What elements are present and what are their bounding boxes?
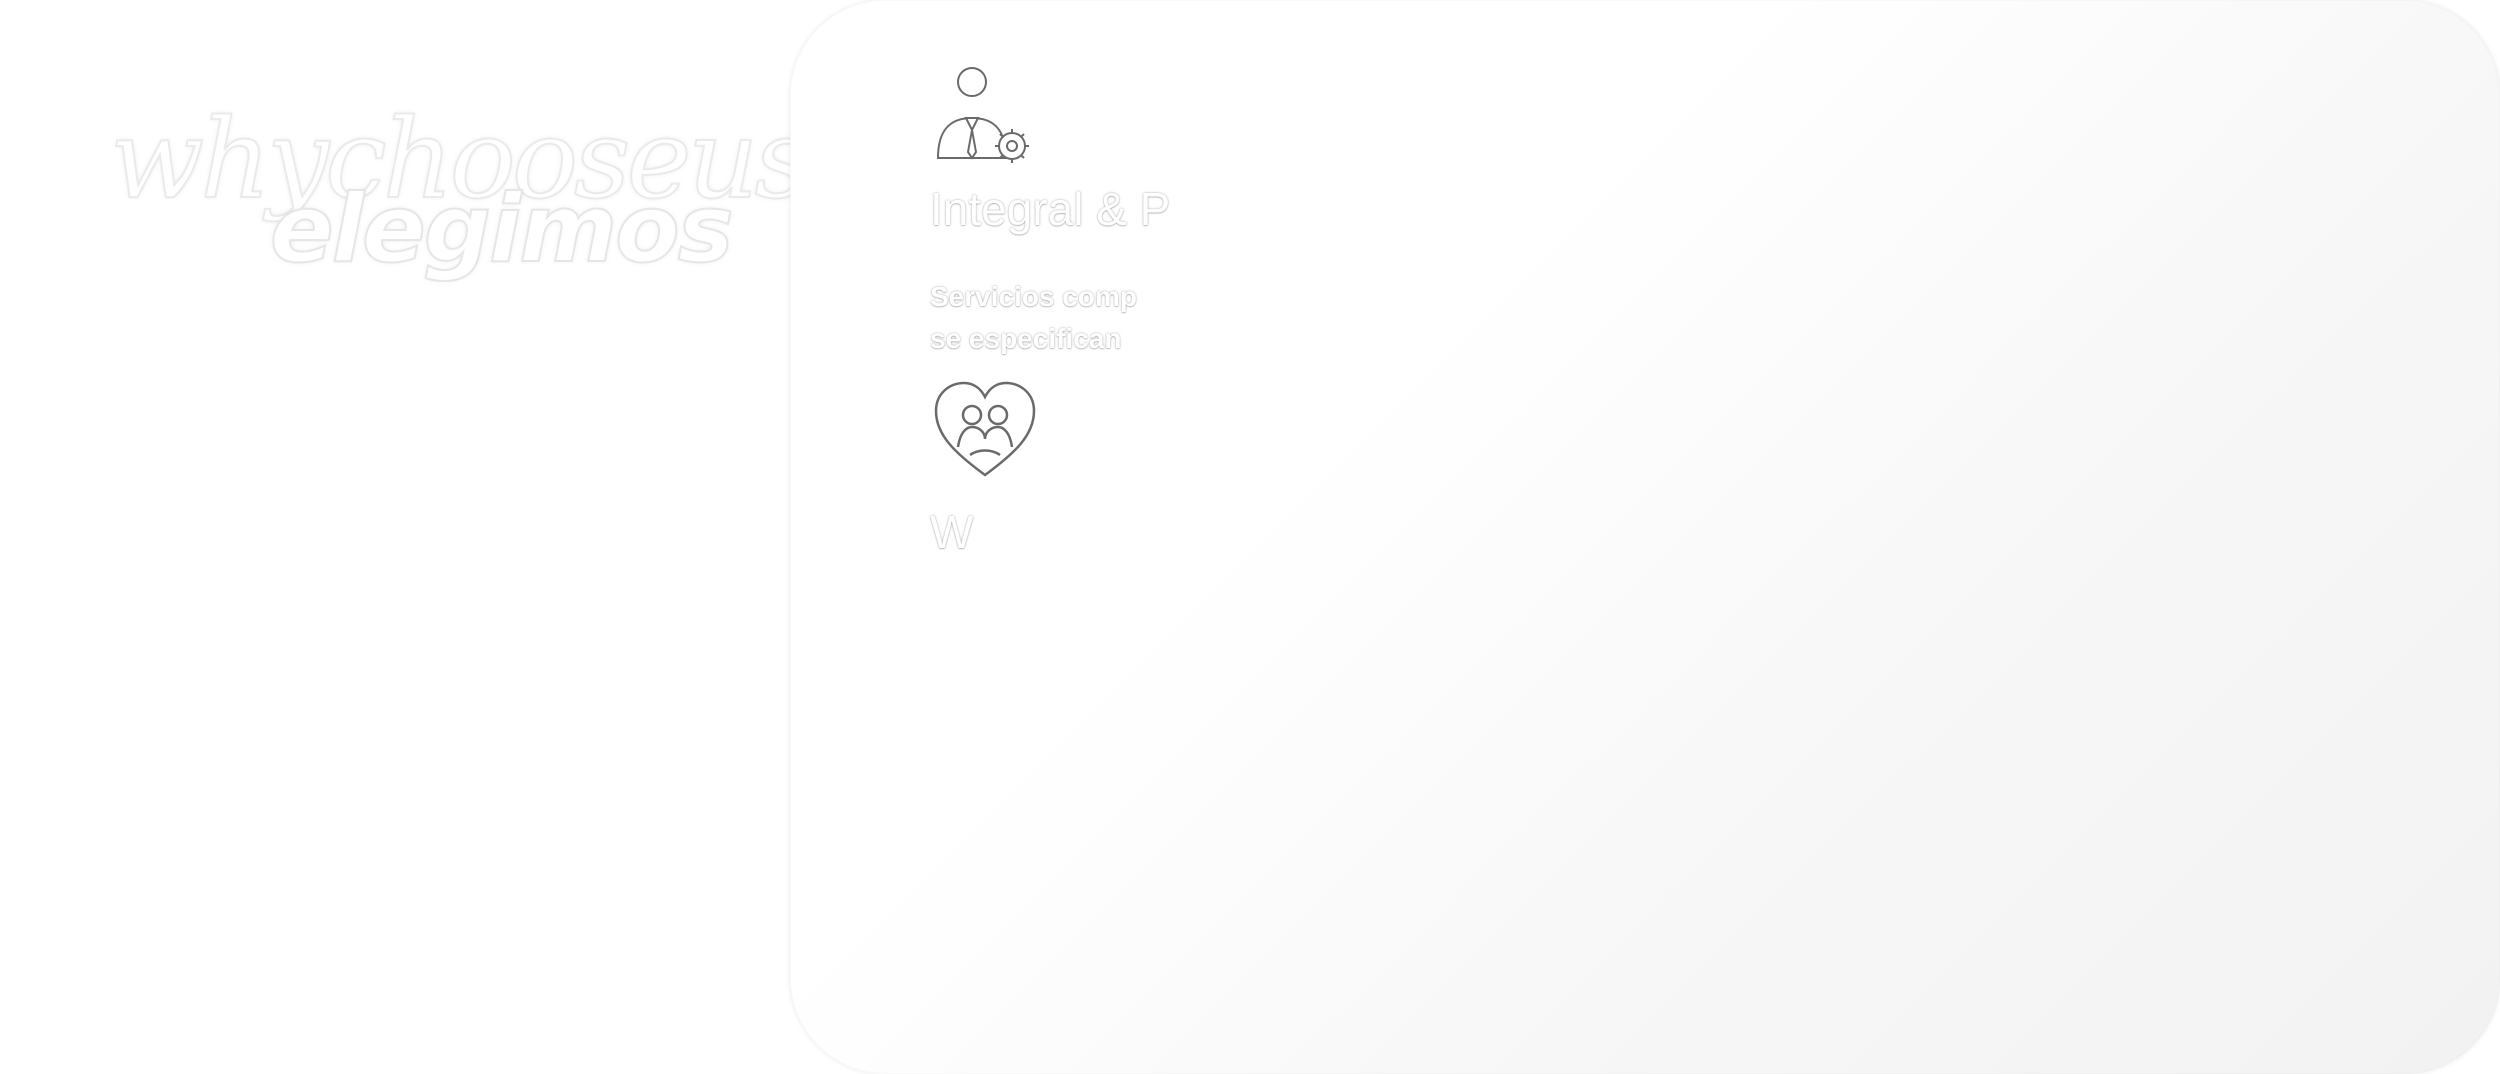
heading-line-why-choose-us: whychooseus... — [109, 94, 905, 224]
feature-item-third — [930, 790, 2330, 820]
feature-description-line: se especifican — [930, 323, 1122, 354]
feature-description-line: Servicios comp — [930, 281, 1137, 312]
feature-title: Integral & P — [930, 183, 1171, 235]
businessman-gear-icon — [936, 67, 1029, 163]
feature-item-w: W — [930, 375, 2330, 599]
section-heading: whychooseus... elegimos — [109, 94, 905, 295]
feature-title: W — [930, 506, 974, 558]
features-card: Integral & P Servicios comp se especific… — [790, 0, 2500, 1074]
feature-description: Servicios comp se especifican — [930, 276, 2030, 360]
heart-hands-icon — [934, 381, 1036, 477]
heading-line-elegimos: elegimos — [269, 174, 735, 285]
feature-item-integral: Integral & P Servicios comp se especific… — [930, 60, 2330, 360]
